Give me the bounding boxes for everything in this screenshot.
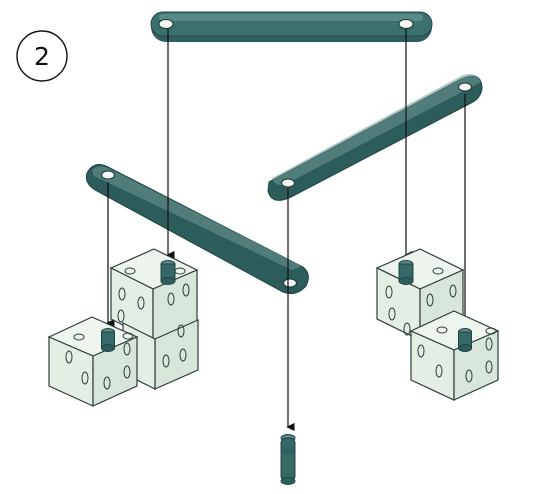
- step-number: 2: [34, 42, 50, 71]
- right-peg-front: [458, 328, 472, 352]
- guide-lines: [106, 29, 472, 432]
- left-peg-front: [101, 328, 115, 352]
- left-cube-group: [47, 248, 199, 407]
- right-cube-group: [375, 248, 500, 401]
- right-peg-top: [398, 260, 414, 285]
- top-bar: [150, 11, 433, 42]
- left-peg-top: [160, 260, 176, 285]
- left-bar: [85, 164, 309, 294]
- right-bar: [267, 74, 483, 201]
- step-indicator: 2: [16, 30, 68, 82]
- hanging-peg: [280, 434, 296, 485]
